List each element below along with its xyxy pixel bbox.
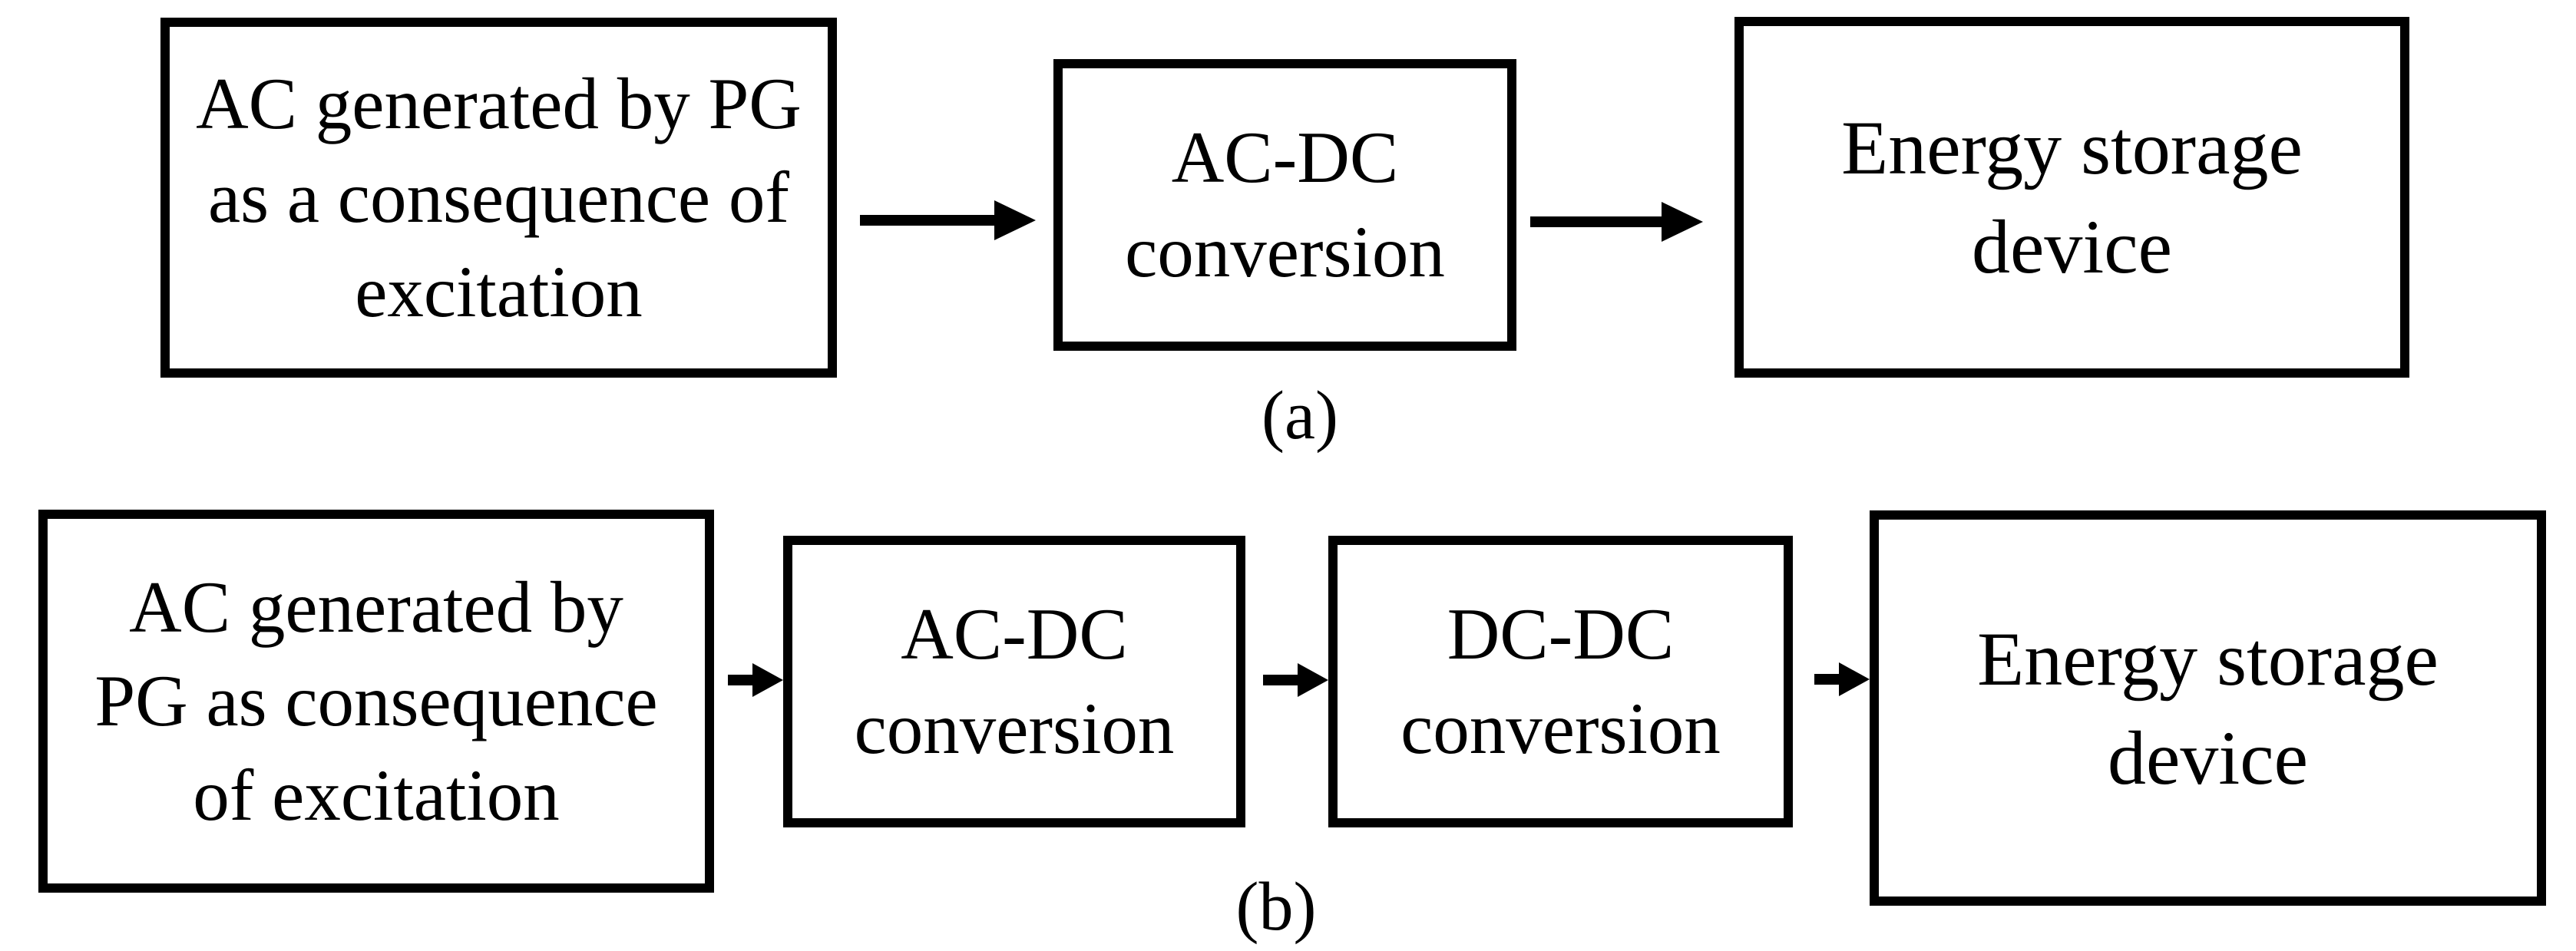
box-energy-storage-device-b: Energy storage device	[1870, 510, 2546, 906]
arrow-head	[752, 663, 783, 697]
arrow-head	[1839, 662, 1870, 696]
arrow-head	[994, 200, 1036, 240]
box-ac-dc-conversion-a: AC-DC conversion	[1053, 59, 1516, 351]
box-text-line: DC-DC	[1447, 593, 1675, 675]
box-ac-generated-by-pg-b: AC generated by PG as consequence of exc…	[38, 510, 714, 893]
arrow-head	[1298, 663, 1328, 697]
flow-arrow-icon	[1530, 202, 1703, 242]
box-text-line: as a consequence of	[208, 157, 789, 239]
box-text-line: device	[1972, 204, 2172, 289]
box-text-line: Energy storage	[1841, 105, 2303, 190]
box-text-line: conversion	[1125, 211, 1445, 292]
flow-arrow-icon	[1263, 663, 1328, 697]
box-text-line: device	[2108, 715, 2308, 801]
box-text-line: AC-DC	[1171, 117, 1399, 199]
box-ac-dc-conversion-b: AC-DC conversion	[783, 536, 1245, 827]
box-text-line: conversion	[1400, 688, 1721, 769]
box-text-line: AC generated by PG	[196, 62, 802, 144]
flow-arrow-icon	[1814, 662, 1870, 696]
subfigure-label-b: (b)	[1235, 869, 1317, 945]
box-dc-dc-conversion-b: DC-DC conversion	[1328, 536, 1793, 827]
arrow-shaft	[860, 215, 998, 226]
arrow-shaft	[1530, 216, 1665, 227]
subfigure-label-a: (a)	[1262, 378, 1338, 454]
box-energy-storage-device-a: Energy storage device	[1734, 17, 2409, 378]
box-text-line: Energy storage	[1977, 616, 2439, 702]
arrow-head	[1662, 202, 1703, 242]
arrow-shaft	[728, 675, 756, 685]
flow-arrow-icon	[860, 200, 1036, 240]
box-text-line: AC generated by	[129, 566, 623, 648]
box-text-line: PG as consequence	[94, 660, 658, 742]
flow-arrow-icon	[728, 663, 783, 697]
box-text-line: conversion	[854, 688, 1175, 769]
arrow-shaft	[1814, 674, 1842, 685]
arrow-shaft	[1263, 675, 1301, 685]
box-text-line: excitation	[355, 250, 643, 332]
box-text-line: AC-DC	[901, 593, 1128, 675]
box-ac-generated-by-pg-a: AC generated by PG as a consequence of e…	[160, 18, 837, 378]
box-text-line: of excitation	[193, 754, 560, 836]
